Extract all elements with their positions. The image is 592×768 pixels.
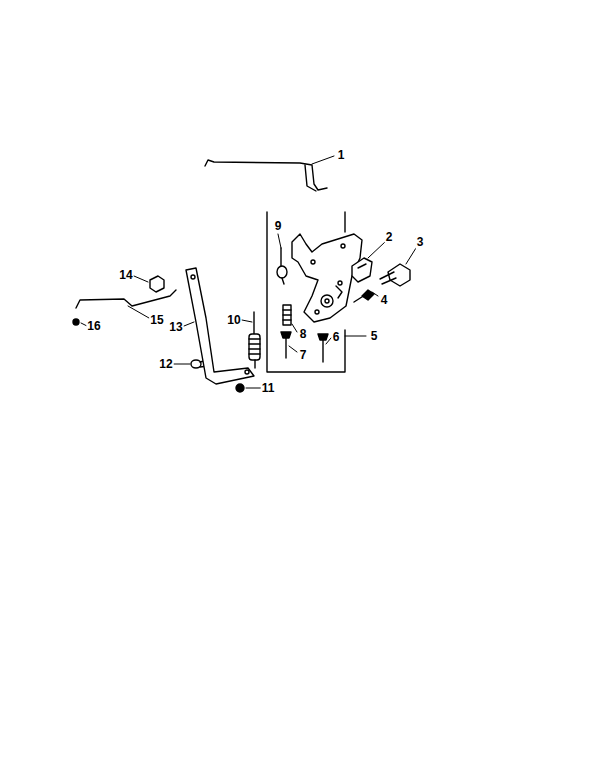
screw [318, 334, 328, 362]
screw [354, 290, 374, 302]
clip [352, 258, 372, 282]
control-plate [292, 234, 362, 322]
callout-number: 13 [168, 320, 183, 334]
callout-number: 1 [337, 148, 346, 162]
control-lever [186, 268, 254, 384]
callout-number: 9 [274, 219, 283, 233]
spacer [283, 305, 291, 325]
knob [150, 276, 164, 292]
callout-number: 2 [385, 230, 394, 244]
callout-number: 8 [299, 327, 308, 341]
callout-number: 6 [332, 330, 341, 344]
callout-number: 15 [149, 313, 164, 327]
callout-number: 10 [226, 313, 241, 327]
callout-number: 14 [118, 268, 133, 282]
callout-number: 3 [416, 235, 425, 249]
callout-number: 12 [158, 357, 173, 371]
callout-number: 4 [380, 293, 389, 307]
spring [277, 248, 287, 284]
leader-lines [81, 156, 416, 388]
control-wire [205, 160, 327, 191]
callout-number: 5 [370, 329, 379, 343]
callout-number: 16 [86, 319, 101, 333]
callout-number: 7 [299, 348, 308, 362]
screw [281, 332, 291, 358]
bolt [380, 264, 410, 286]
extension-spring [249, 312, 260, 368]
callout-number: 11 [261, 381, 276, 395]
nut [236, 384, 244, 392]
control-rod [76, 290, 176, 308]
nut [73, 319, 79, 325]
